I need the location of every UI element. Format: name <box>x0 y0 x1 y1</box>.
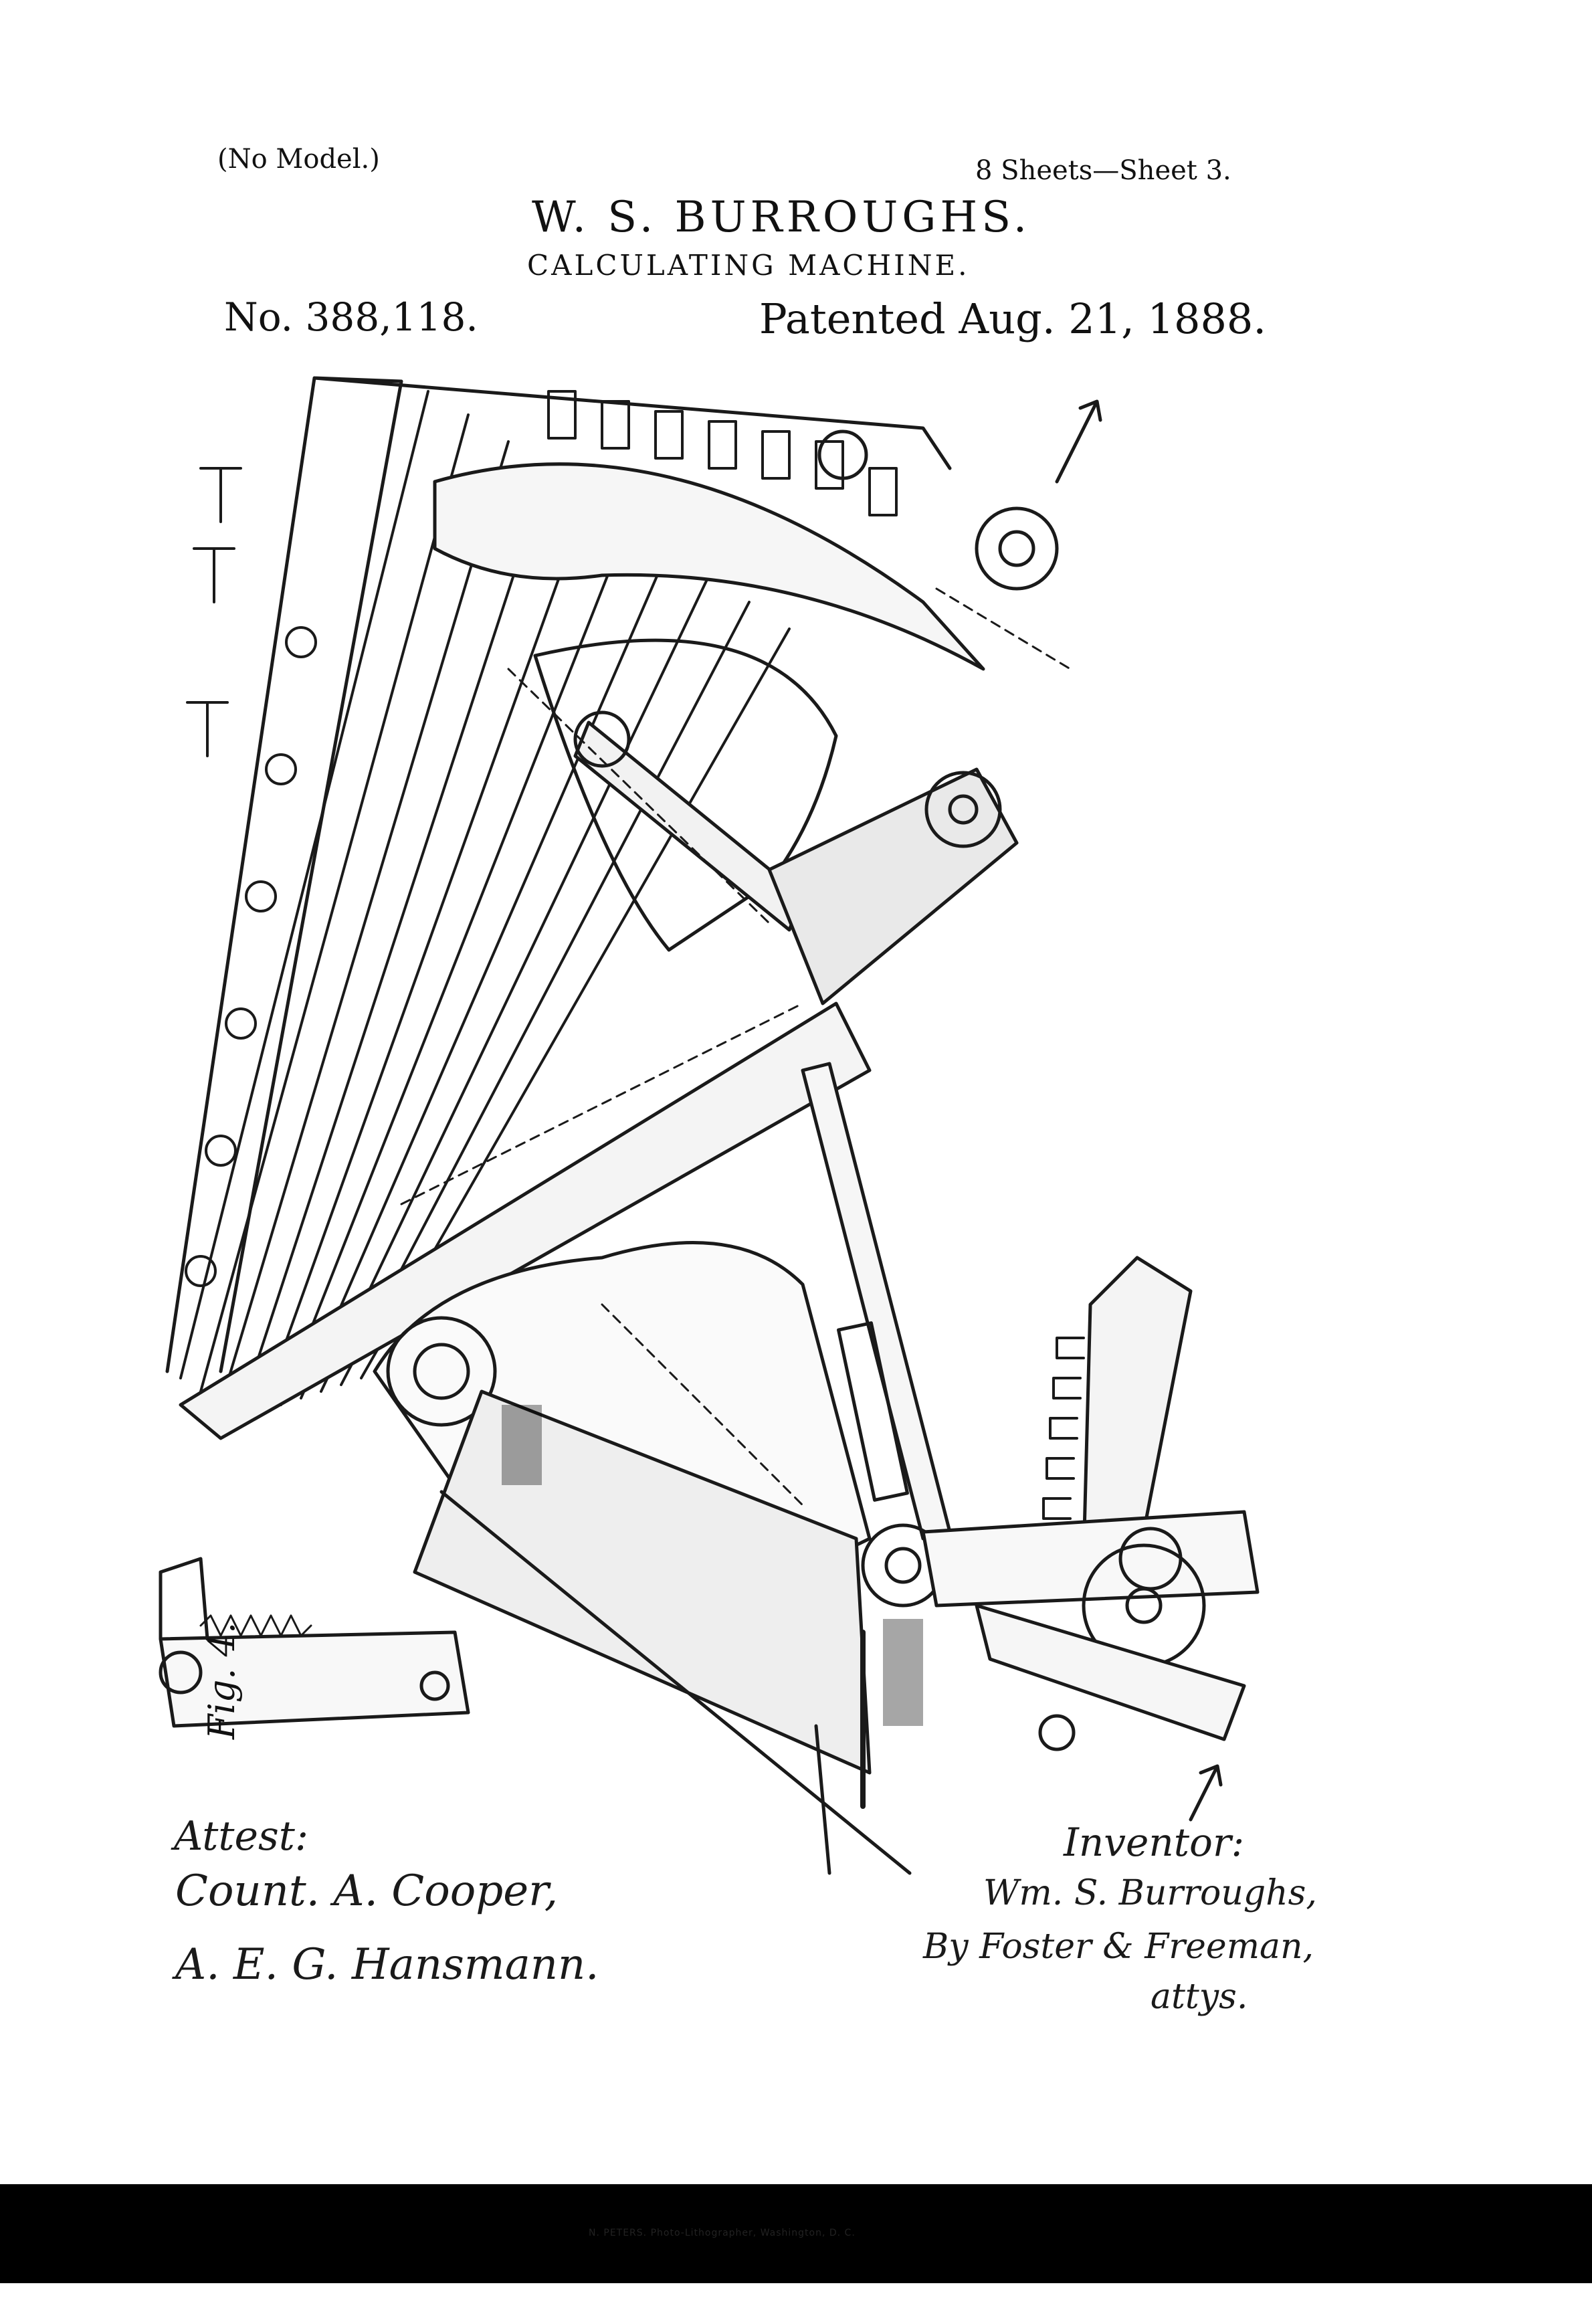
arrow-top-right <box>1055 399 1102 484</box>
key-stems <box>547 390 898 516</box>
shaft-C <box>386 1316 497 1427</box>
hatch-block-1 <box>502 1405 542 1485</box>
key-levers <box>179 390 791 1413</box>
segment-frame <box>533 638 838 952</box>
pinion-top-right <box>975 506 1059 591</box>
main-lever-B <box>573 720 805 932</box>
keyboard-frame <box>165 376 952 1373</box>
attorney-signature: By Foster & Freeman, <box>923 1927 1314 1967</box>
bracket-D3 <box>159 1630 470 1728</box>
lever-D2 <box>767 767 1019 1005</box>
lever-i <box>975 1604 1246 1741</box>
inventor-name: W. S. BURROUGHS. <box>532 193 1031 242</box>
rack-h <box>1082 1256 1193 1567</box>
witness-signature-1: Count. A. Cooper, <box>175 1866 559 1916</box>
spring-e7 <box>199 1614 312 1637</box>
figure-label: Fig. 4. <box>201 1622 243 1739</box>
rod-lower-1 <box>439 1490 912 1875</box>
slot-x <box>837 1321 909 1502</box>
arrow-bottom-right <box>1189 1764 1223 1822</box>
inventor-label: Inventor: <box>1064 1820 1245 1865</box>
hatch-block-2 <box>883 1619 923 1726</box>
printer-credit: N. PETERS. Photo-Lithographer, Washingto… <box>589 2228 856 2238</box>
scan-border-band <box>0 2184 1592 2283</box>
pivot-upper <box>573 710 631 768</box>
patent-date: Patented Aug. 21, 1888. <box>759 294 1267 343</box>
inventor-signature: Wm. S. Burroughs, <box>983 1873 1317 1913</box>
patent-number: No. 388,118. <box>224 294 478 340</box>
roller <box>817 429 868 480</box>
screws <box>186 467 242 757</box>
no-model-note: (No Model.) <box>217 144 380 175</box>
bracket-arm <box>159 1557 209 1641</box>
member-E <box>179 1001 872 1440</box>
witness-signature-2: A. E. G. Hansmann. <box>175 1940 599 1990</box>
sheet-count: 8 Sheets—Sheet 3. <box>975 155 1231 186</box>
invention-title: CALCULATING MACHINE. <box>527 249 970 282</box>
link-L <box>413 1389 872 1775</box>
gear-upper <box>1118 1527 1183 1591</box>
rack-teeth <box>1042 1337 1085 1520</box>
ratchet-column <box>185 626 317 1287</box>
curved-arm <box>433 462 985 671</box>
rod-lower-2 <box>814 1724 831 1875</box>
pivot-a9 <box>924 771 1002 848</box>
lever-n <box>921 1510 1260 1608</box>
attorney-suffix: attys. <box>1151 1977 1248 2017</box>
attest-label: Attest: <box>174 1813 309 1860</box>
